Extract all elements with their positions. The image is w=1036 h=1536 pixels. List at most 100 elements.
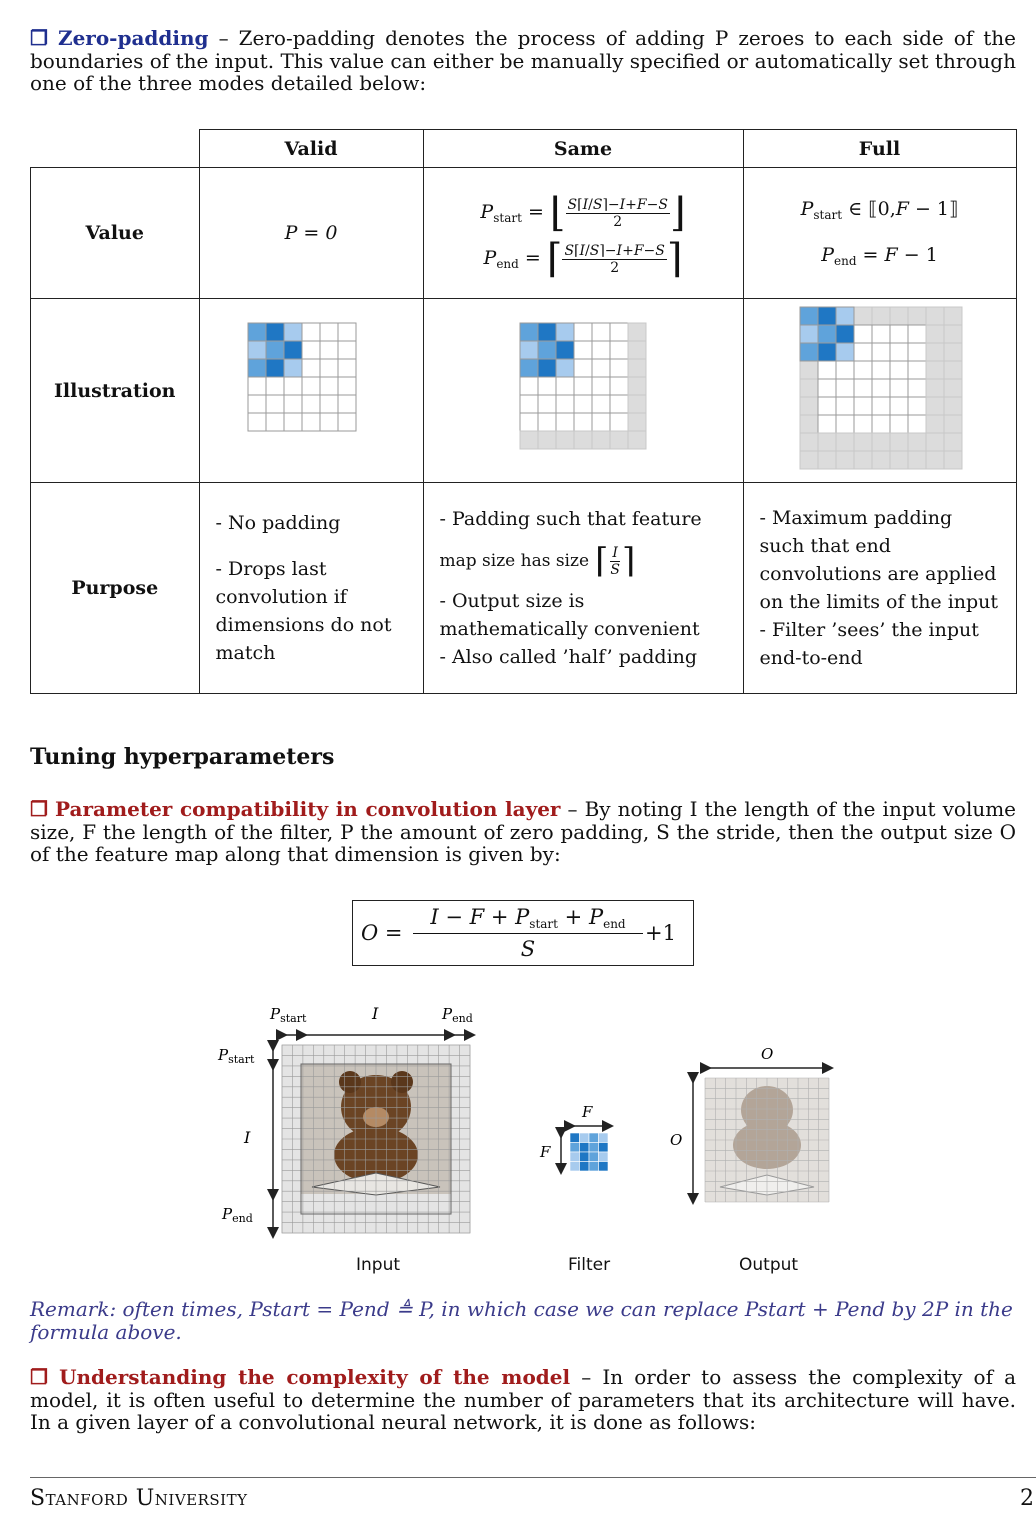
input-cell: [301, 412, 320, 432]
purpose-same: - Padding such that feature map size has…: [422, 482, 744, 694]
row-label-value: Value: [30, 167, 200, 299]
filter-cell: [588, 1151, 599, 1162]
padding-cell: [943, 360, 962, 380]
p-end-full-formula: Pend = F − 1: [821, 244, 938, 268]
filter-cell: [579, 1142, 590, 1153]
param-compat-title: Parameter compatibility in convolution l…: [54, 797, 561, 821]
filter-label: Filter: [568, 1255, 611, 1275]
padding-cell: [627, 394, 646, 414]
input-cell: [853, 342, 872, 362]
padding-cell: [943, 342, 962, 362]
input-cell: [609, 412, 628, 432]
padding-cell: [925, 450, 944, 470]
p-start-left-label: Pstart: [217, 1046, 255, 1066]
filter-overlay-cell: [537, 322, 556, 342]
filter-cell: [579, 1161, 590, 1172]
purpose-same-4: - Also called ’half’ padding: [439, 646, 698, 668]
footer-divider: [30, 1477, 1036, 1478]
input-cell: [301, 394, 320, 414]
padding-cell: [537, 430, 556, 450]
input-cell: [519, 376, 538, 396]
padding-cell: [519, 430, 538, 450]
filter-overlay-cell: [265, 358, 284, 378]
padding-cell: [835, 432, 854, 452]
input-cell: [265, 394, 284, 414]
filter-cell: [569, 1142, 580, 1153]
purpose-full-text: - Maximum padding such that end convolut…: [759, 507, 999, 669]
padding-cell: [907, 450, 926, 470]
header-same: Same: [422, 129, 744, 168]
padding-cell: [907, 306, 926, 326]
input-cell: [871, 342, 890, 362]
padding-cell: [925, 306, 944, 326]
input-cell: [609, 394, 628, 414]
padding-cell: [943, 324, 962, 344]
input-cell: [301, 322, 320, 342]
padding-cell: [627, 358, 646, 378]
padding-cell: [907, 432, 926, 452]
filter-overlay-cell: [519, 340, 538, 360]
padding-cell: [573, 430, 592, 450]
filter-overlay-cell: [519, 358, 538, 378]
padding-cell: [555, 430, 574, 450]
filter-cell: [588, 1161, 599, 1172]
padding-cell: [799, 396, 818, 416]
input-cell: [247, 412, 266, 432]
input-cell: [247, 394, 266, 414]
input-cell: [283, 412, 302, 432]
input-cell: [817, 360, 836, 380]
padding-cell: [889, 306, 908, 326]
checkbox-icon: ❐: [30, 797, 48, 821]
input-cell: [519, 394, 538, 414]
purpose-valid: - No padding - Drops last convolution if…: [198, 482, 424, 694]
padding-cell: [943, 414, 962, 434]
full-padding-grid: [799, 306, 962, 470]
illustration-valid: [198, 298, 424, 483]
input-cell: [907, 342, 926, 362]
filter-cell: [598, 1151, 609, 1162]
filter-grid: [569, 1132, 609, 1172]
input-cell: [871, 324, 890, 344]
row-label-illustration: Illustration: [30, 298, 200, 483]
zero-padding-text: Zero-padding denotes the process of addi…: [30, 26, 1016, 95]
zero-padding-title: Zero-padding: [57, 26, 209, 50]
input-cell: [817, 414, 836, 434]
input-cell: [907, 396, 926, 416]
padding-cell: [799, 414, 818, 434]
input-cell: [853, 396, 872, 416]
filter-cell: [579, 1151, 590, 1162]
input-cell: [591, 322, 610, 342]
purpose-full: - Maximum padding such that end convolut…: [742, 482, 1017, 694]
padding-cell: [817, 450, 836, 470]
padding-cell: [889, 450, 908, 470]
f-left-label: F: [539, 1143, 551, 1161]
complexity-paragraph: ❐ Understanding the complexity of the mo…: [30, 1365, 1017, 1434]
input-cell: [319, 394, 338, 414]
complexity-title: Understanding the complexity of the mode…: [59, 1365, 571, 1389]
complexity-text: In order to assess the complexity of a m…: [30, 1365, 1017, 1434]
zero-padding-paragraph: ❐ Zero-padding – Zero-padding denotes th…: [30, 27, 1016, 95]
padding-cell: [871, 306, 890, 326]
i-left-label: I: [243, 1128, 251, 1147]
padding-cell: [799, 360, 818, 380]
checkbox-icon: ❐: [30, 1365, 48, 1389]
input-cell: [247, 376, 266, 396]
purpose-valid-1: - No padding: [215, 512, 341, 534]
output-label: Output: [739, 1255, 799, 1275]
input-cell: [609, 340, 628, 360]
padding-cell: [591, 430, 610, 450]
output-grid: [704, 1077, 830, 1203]
padding-cell: [627, 322, 646, 342]
padding-cell: [799, 378, 818, 398]
filter-overlay-cell: [799, 324, 818, 344]
purpose-valid-2: - Drops last convolution if dimensions d…: [215, 558, 392, 664]
padding-cell: [925, 414, 944, 434]
input-cell: [573, 358, 592, 378]
filter-cell: [598, 1132, 609, 1143]
input-cell: [889, 324, 908, 344]
padding-cell: [871, 450, 890, 470]
input-cell: [871, 360, 890, 380]
filter-overlay-cell: [817, 342, 836, 362]
filter-cell: [598, 1161, 609, 1172]
